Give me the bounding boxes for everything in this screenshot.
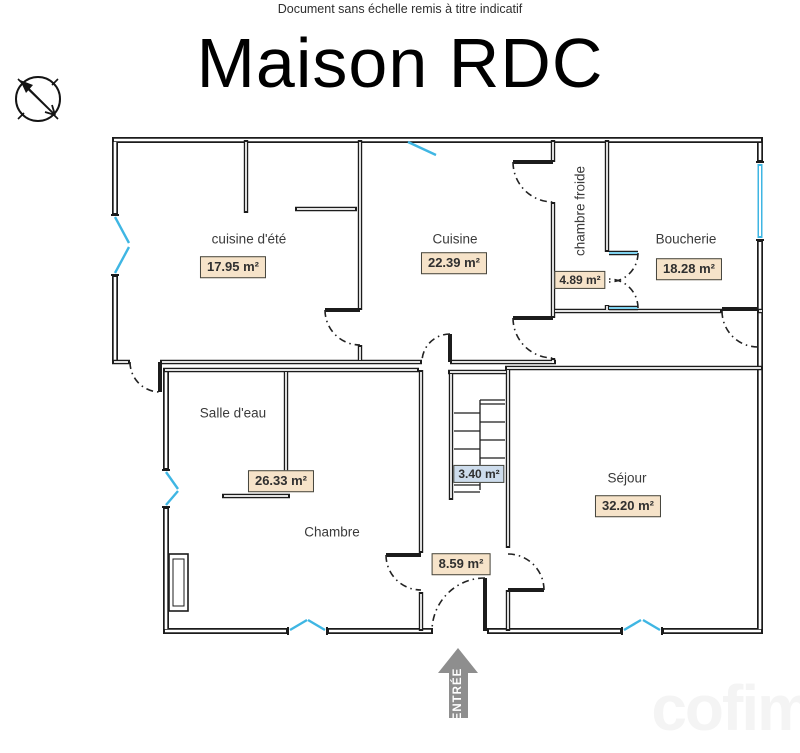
area-badge-chambre-froide: 4.89 m² (554, 270, 606, 290)
walls-exterior (112, 137, 763, 634)
room-label-salle-eau: Salle d'eau (199, 405, 267, 421)
room-label-sejour: Séjour (607, 470, 647, 486)
radiator (168, 553, 189, 612)
door-swing-arcs (129, 161, 759, 632)
room-label-cuisine: Cuisine (432, 231, 478, 247)
page-title: Maison RDC (196, 24, 604, 102)
room-label-cuisine-ete: cuisine d'été (211, 231, 287, 247)
area-badge-boucherie: 18.28 m² (655, 258, 723, 280)
area-badge-stairs: 3.40 m² (453, 464, 505, 484)
room-label-boucherie: Boucherie (655, 231, 717, 247)
area-badge-cuisine: 22.39 m² (420, 252, 488, 274)
walls-interior (112, 140, 763, 631)
watermark-logo: cofim (651, 672, 800, 744)
compass-icon (15, 76, 61, 122)
area-badge-salle-eau-chambre: 26.33 m² (247, 470, 315, 492)
window-jambs (111, 161, 764, 635)
area-badge-sejour: 32.20 m² (594, 495, 662, 517)
entrance-arrow-icon (438, 648, 478, 718)
room-label-chambre: Chambre (304, 524, 360, 540)
area-badge-hall: 8.59 m² (431, 553, 491, 575)
disclaimer-text: Document sans échelle remis à titre indi… (277, 2, 523, 16)
door-leaves (158, 160, 758, 631)
area-badge-cuisine-ete: 17.95 m² (199, 256, 267, 278)
room-label-chambre-froide: chambre froide (572, 165, 588, 257)
entrance-label: ENTRÉE (452, 667, 464, 721)
